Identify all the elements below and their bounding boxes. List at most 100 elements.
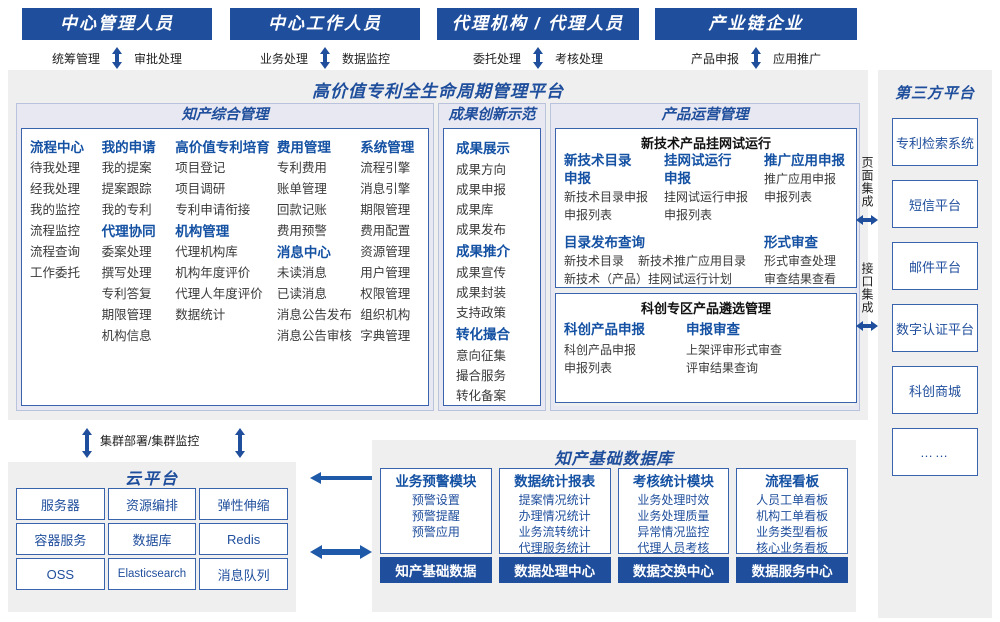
group-item[interactable]: 资源管理 [360, 245, 411, 259]
group-item[interactable]: 费用预警 [276, 224, 327, 238]
cloud-cell-server[interactable]: 服务器 [16, 488, 105, 520]
group-item[interactable]: 回款记账 [276, 203, 327, 217]
group-item[interactable]: 业务处理时效 [637, 493, 710, 507]
group-item[interactable]: 人员工单看板 [756, 493, 829, 507]
group-item[interactable]: 流程查询 [30, 245, 81, 259]
group-item[interactable]: 新技术目录 [564, 254, 625, 268]
group-item[interactable]: 项目登记 [175, 161, 226, 175]
group-item[interactable]: 核心业务看板 [756, 541, 829, 555]
group-item[interactable]: 评审结果查询 [686, 361, 759, 375]
group-item[interactable]: 办理情况统计 [518, 509, 591, 523]
group-item[interactable]: 成果方向 [456, 163, 507, 177]
group-item[interactable]: 代理服务统计 [518, 541, 591, 555]
group-item[interactable]: 撰写处理 [101, 266, 152, 280]
third-party-item-digital-cert[interactable]: 数字认证平台 [892, 304, 978, 352]
db-footer-button[interactable]: 数据交换中心 [617, 557, 730, 583]
group-item[interactable]: 用户管理 [360, 266, 411, 280]
group-item[interactable]: 申报列表 [664, 208, 713, 222]
group-item[interactable]: 待我处理 [30, 161, 81, 175]
cloud-cell-mq[interactable]: 消息队列 [199, 558, 288, 590]
db-footer-button[interactable]: 数据服务中心 [736, 557, 848, 583]
group-item[interactable]: 经我处理 [30, 182, 81, 196]
group-item[interactable]: 机构工单看板 [756, 509, 829, 523]
group-item[interactable]: 工作委托 [30, 266, 81, 280]
group-item[interactable]: 成果申报 [456, 183, 507, 197]
group-item[interactable]: 成果发布 [456, 223, 507, 237]
group-item[interactable]: 业务流转统计 [518, 525, 591, 539]
group-item[interactable]: 消息公告发布 [276, 308, 352, 322]
group-item[interactable]: 新技术（产品）挂网试运行计划 [564, 272, 733, 286]
group-item[interactable]: 新技术目录申报 [564, 190, 649, 204]
group-item[interactable]: 科创产品申报 [564, 343, 637, 357]
db-footer-button[interactable]: 知产基础数据 [380, 557, 492, 583]
left-right-arrow-icon [856, 321, 878, 331]
db-column-3: 流程看板 人员工单看板 机构工单看板 业务类型看板 核心业务看板 数据服务中心 [736, 468, 848, 583]
cloud-cell-database[interactable]: 数据库 [107, 523, 197, 555]
group-item[interactable]: 我的提案 [101, 161, 152, 175]
group-item[interactable]: 撮合服务 [456, 369, 507, 383]
group-item[interactable]: 流程引擎 [360, 161, 411, 175]
group-item[interactable]: 专利答复 [101, 287, 152, 301]
group-item[interactable]: 预警提醒 [411, 509, 460, 523]
group-item[interactable]: 异常情况监控 [637, 525, 710, 539]
cloud-cell-autoscaling[interactable]: 弹性伸缩 [199, 488, 288, 520]
group-item[interactable]: 挂网试运行申报 [664, 190, 749, 204]
group-item[interactable]: 消息公告审核 [276, 329, 352, 343]
group-item[interactable]: 机构信息 [101, 329, 152, 343]
group-item[interactable]: 代理人年度评价 [175, 287, 263, 301]
group-item[interactable]: 申报列表 [764, 190, 813, 204]
group-item[interactable]: 期限管理 [101, 308, 152, 322]
group-item[interactable]: 专利费用 [276, 161, 327, 175]
group-item[interactable]: 申报列表 [564, 361, 613, 375]
cloud-cell-orchestration[interactable]: 资源编排 [107, 488, 197, 520]
db-footer-button[interactable]: 数据处理中心 [498, 557, 611, 583]
group-item[interactable]: 字典管理 [360, 329, 411, 343]
third-party-item-sms[interactable]: 短信平台 [892, 180, 978, 228]
group-item[interactable]: 代理机构库 [175, 245, 238, 259]
group-item[interactable]: 未读消息 [276, 266, 327, 280]
group-item[interactable]: 账单管理 [276, 182, 327, 196]
group-item[interactable]: 支持政策 [456, 306, 507, 320]
group-item[interactable]: 推广应用申报 [764, 172, 837, 186]
group-item[interactable]: 新技术推广应用目录 [638, 254, 747, 268]
group-item[interactable]: 专利申请衔接 [175, 203, 251, 217]
group-item[interactable]: 预警设置 [411, 493, 460, 507]
group-item[interactable]: 已读消息 [276, 287, 327, 301]
group-item[interactable]: 代理人员考核 [637, 541, 710, 555]
group-item[interactable]: 委案处理 [101, 245, 152, 259]
group-item[interactable]: 权限管理 [360, 287, 411, 301]
third-party-item-patent-search[interactable]: 专利检索系统 [892, 118, 978, 166]
third-party-item-more[interactable]: …… [892, 428, 978, 476]
group-item[interactable]: 预警应用 [411, 525, 460, 539]
group-item[interactable]: 申报列表 [564, 208, 613, 222]
group-item[interactable]: 转化备案 [456, 389, 507, 403]
group-item[interactable]: 业务类型看板 [756, 525, 829, 539]
group-item[interactable]: 成果封装 [456, 286, 507, 300]
group-item[interactable]: 期限管理 [360, 203, 411, 217]
cloud-cell-elasticsearch[interactable]: Elasticsearch [107, 558, 197, 590]
group-item[interactable]: 组织机构 [360, 308, 411, 322]
group-item[interactable]: 业务处理质量 [637, 509, 710, 523]
group-item[interactable]: 我的监控 [30, 203, 81, 217]
group-item[interactable]: 审查结果查看 [764, 272, 837, 286]
third-party-item-email[interactable]: 邮件平台 [892, 242, 978, 290]
group-item[interactable]: 费用配置 [360, 224, 411, 238]
group-item[interactable]: 意向征集 [456, 349, 507, 363]
cloud-cell-container[interactable]: 容器服务 [16, 523, 105, 555]
group-item[interactable]: 消息引擎 [360, 182, 411, 196]
group-item[interactable]: 提案跟踪 [101, 182, 152, 196]
group-item[interactable]: 数据统计 [175, 308, 226, 322]
group-item[interactable]: 形式审查处理 [764, 254, 837, 268]
cloud-cell-oss[interactable]: OSS [16, 558, 105, 590]
group-item[interactable]: 机构年度评价 [175, 266, 251, 280]
group-item[interactable]: 项目调研 [175, 182, 226, 196]
group-item[interactable]: 提案情况统计 [518, 493, 591, 507]
group-item[interactable]: 流程监控 [30, 224, 81, 238]
group-item[interactable]: 成果宣传 [456, 266, 507, 280]
third-party-item-mall[interactable]: 科创商城 [892, 366, 978, 414]
group-item[interactable]: 成果库 [456, 203, 494, 217]
cloud-cell-redis[interactable]: Redis [199, 523, 288, 555]
group-item[interactable]: 上架评审形式审查 [686, 343, 783, 357]
role-action-left: 产品申报 [690, 51, 739, 66]
group-item[interactable]: 我的专利 [101, 203, 152, 217]
